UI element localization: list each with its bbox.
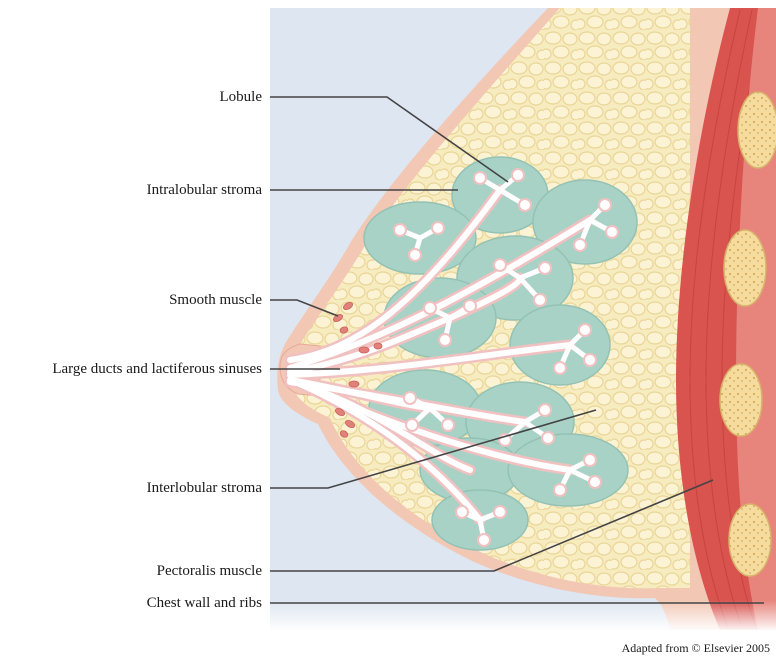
label-interlobular-stroma: Interlobular stroma — [147, 479, 262, 497]
label-intralobular-stroma: Intralobular stroma — [147, 181, 262, 199]
label-pectoralis-muscle: Pectoralis muscle — [157, 562, 262, 580]
rib-2 — [724, 230, 766, 306]
copyright-credit: Adapted from © Elsevier 2005 — [622, 641, 770, 656]
label-chest-wall: Chest wall and ribs — [147, 594, 262, 612]
rib-1 — [738, 92, 776, 168]
label-lobule: Lobule — [220, 88, 263, 106]
rib-3 — [720, 364, 762, 436]
rib-4 — [729, 504, 771, 576]
bottom-fade — [270, 600, 776, 632]
label-smooth-muscle: Smooth muscle — [169, 291, 262, 309]
label-large-ducts: Large ducts and lactiferous sinuses — [52, 360, 262, 378]
